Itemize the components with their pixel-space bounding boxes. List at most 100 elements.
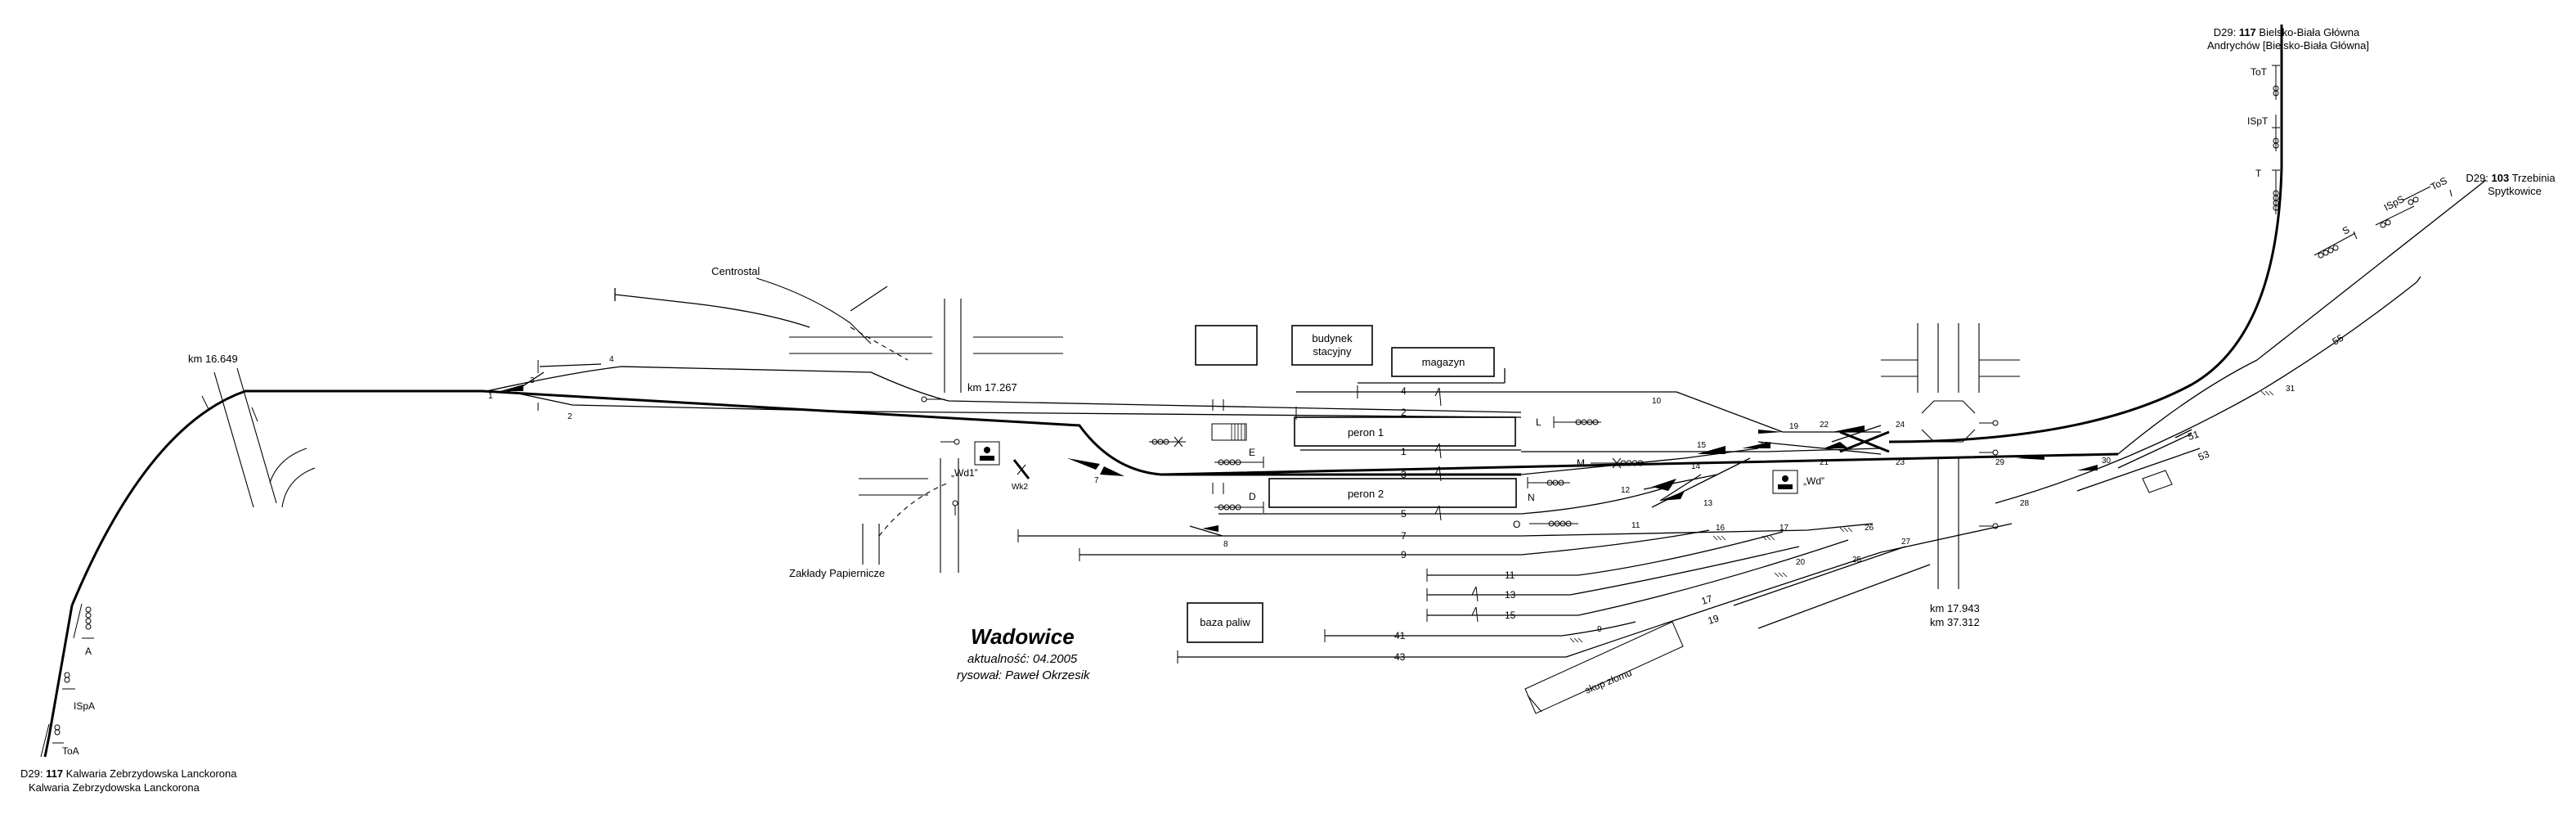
label-signal-toa: ToA (62, 745, 79, 757)
label-baza-paliw: baza paliw (1200, 616, 1250, 628)
station-tracks (486, 179, 2487, 664)
label-budynek-1: budynek (1312, 332, 1353, 344)
switch-wedges (500, 385, 2098, 532)
switch-17: 17 (1779, 524, 1789, 533)
label-signal-n: N (1528, 492, 1535, 503)
switch-14: 14 (1691, 462, 1701, 471)
label-signal-l: L (1536, 416, 1542, 428)
signal-m-icon (1591, 457, 1644, 469)
label-magazyn: magazyn (1422, 356, 1465, 368)
label-signal-box-wd1: „Wd1” (951, 467, 978, 479)
signal-isps-icon (2375, 205, 2415, 228)
main-line (43, 25, 2283, 758)
km-marker-icon (201, 395, 258, 422)
switch-7: 7 (1094, 476, 1099, 485)
diagram-title: Wadowice (971, 624, 1075, 649)
signal-o-icon (1529, 520, 1578, 527)
signal-s-icon (2313, 231, 2358, 259)
label-signal-ispt: ISpT (2247, 115, 2269, 127)
switch-11: 11 (1631, 521, 1640, 530)
track-43: 43 (1394, 651, 1406, 663)
switch-3: 3 (530, 376, 535, 385)
direction-sw-line1: D29: 117 Kalwaria Zebrzydowska Lanckoron… (20, 767, 237, 780)
direction-n-line1: D29: 117 Bielsko-Biała Główna (2214, 26, 2360, 38)
label-signal-ispa: ISpA (74, 700, 95, 712)
track-15: 15 (1505, 610, 1516, 621)
scrap-yard (1524, 621, 1684, 714)
switch-12: 12 (1621, 486, 1631, 495)
label-km-16649: km 16.649 (188, 353, 238, 365)
switch-10: 10 (1652, 397, 1662, 406)
signal-upper-left-icon (1149, 436, 1186, 448)
label-peron-2: peron 2 (1348, 488, 1384, 500)
signals (40, 65, 2453, 758)
switch-28: 28 (2020, 499, 2030, 508)
label-km-17267: km 17.267 (967, 381, 1017, 394)
switch-13: 13 (1703, 499, 1713, 508)
buildings (1187, 325, 2173, 714)
track-9: 9 (1401, 549, 1407, 560)
switch-31: 31 (2286, 385, 2296, 394)
roads (213, 277, 2020, 589)
track-53: 53 (2197, 448, 2211, 463)
platform-1 (1294, 416, 1516, 447)
track-1: 1 (1401, 446, 1407, 457)
label-signal-s: S (2340, 224, 2352, 237)
level-crossing-posts (921, 396, 1999, 529)
label-km-17943: km 17.943 (1930, 602, 1980, 614)
label-signal-tot: ToT (2251, 66, 2268, 78)
building-unlabeled (1195, 325, 1258, 366)
switch-27: 27 (1901, 538, 1911, 547)
switch-22: 22 (1820, 421, 1829, 430)
switch-24: 24 (1896, 421, 1905, 430)
label-zaklady: Zakłady Papiernicze (789, 567, 885, 579)
label-signal-o: O (1513, 519, 1520, 530)
track-13: 13 (1505, 589, 1516, 601)
label-signal-a: A (85, 646, 92, 657)
label-centrostal: Centrostal (711, 265, 760, 277)
small-building (2142, 470, 2173, 493)
signal-a-icon (73, 603, 94, 639)
track-19: 19 (1707, 612, 1721, 627)
switch-1: 1 (488, 392, 493, 401)
label-signal-e: E (1249, 447, 1255, 458)
label-signal-m: M (1577, 457, 1585, 469)
switch-2: 2 (568, 412, 572, 421)
label-signal-d: D (1249, 491, 1256, 502)
track-17: 17 (1700, 592, 1714, 607)
signal-t-icon (2272, 169, 2280, 214)
hatch-marks (1569, 390, 2274, 643)
station-building (1291, 325, 1373, 366)
label-signal-isps: ISpS (2382, 193, 2407, 214)
track-11: 11 (1505, 569, 1515, 581)
track-51: 51 (2187, 428, 2201, 443)
track-isolation-marks (1434, 387, 1479, 623)
switch-19: 19 (1789, 422, 1799, 431)
wk2-crossing-icon (1012, 459, 1030, 479)
switch-20: 20 (1796, 558, 1806, 567)
warehouse-building (1391, 347, 1495, 377)
label-km-37312: km 37.312 (1930, 616, 1980, 628)
label-signal-t: T (2255, 168, 2262, 179)
switch-15: 15 (1697, 441, 1707, 450)
switch-30: 30 (2102, 457, 2112, 466)
switch-25: 25 (1852, 556, 1862, 565)
track-7: 7 (1401, 530, 1407, 542)
signal-box-wd-icon (1772, 470, 1798, 494)
track-2: 2 (1401, 407, 1407, 418)
switch-18: 18 (1760, 441, 1770, 450)
track-5: 5 (1401, 508, 1407, 520)
signal-e-icon (1214, 457, 1264, 468)
switch-21: 21 (1820, 458, 1829, 467)
switch-23: 23 (1896, 458, 1905, 467)
label-signal-tos: ToS (2429, 175, 2449, 193)
label-signal-box-wd: „Wd” (1803, 475, 1824, 487)
platform-2 (1268, 478, 1517, 508)
switch-8: 8 (1223, 540, 1228, 549)
signal-ispa-icon (54, 666, 75, 700)
signal-toa-icon (40, 723, 64, 758)
switch-9: 9 (1597, 625, 1602, 634)
signal-l-icon (1553, 416, 1601, 428)
signal-tos-icon (2402, 186, 2453, 205)
